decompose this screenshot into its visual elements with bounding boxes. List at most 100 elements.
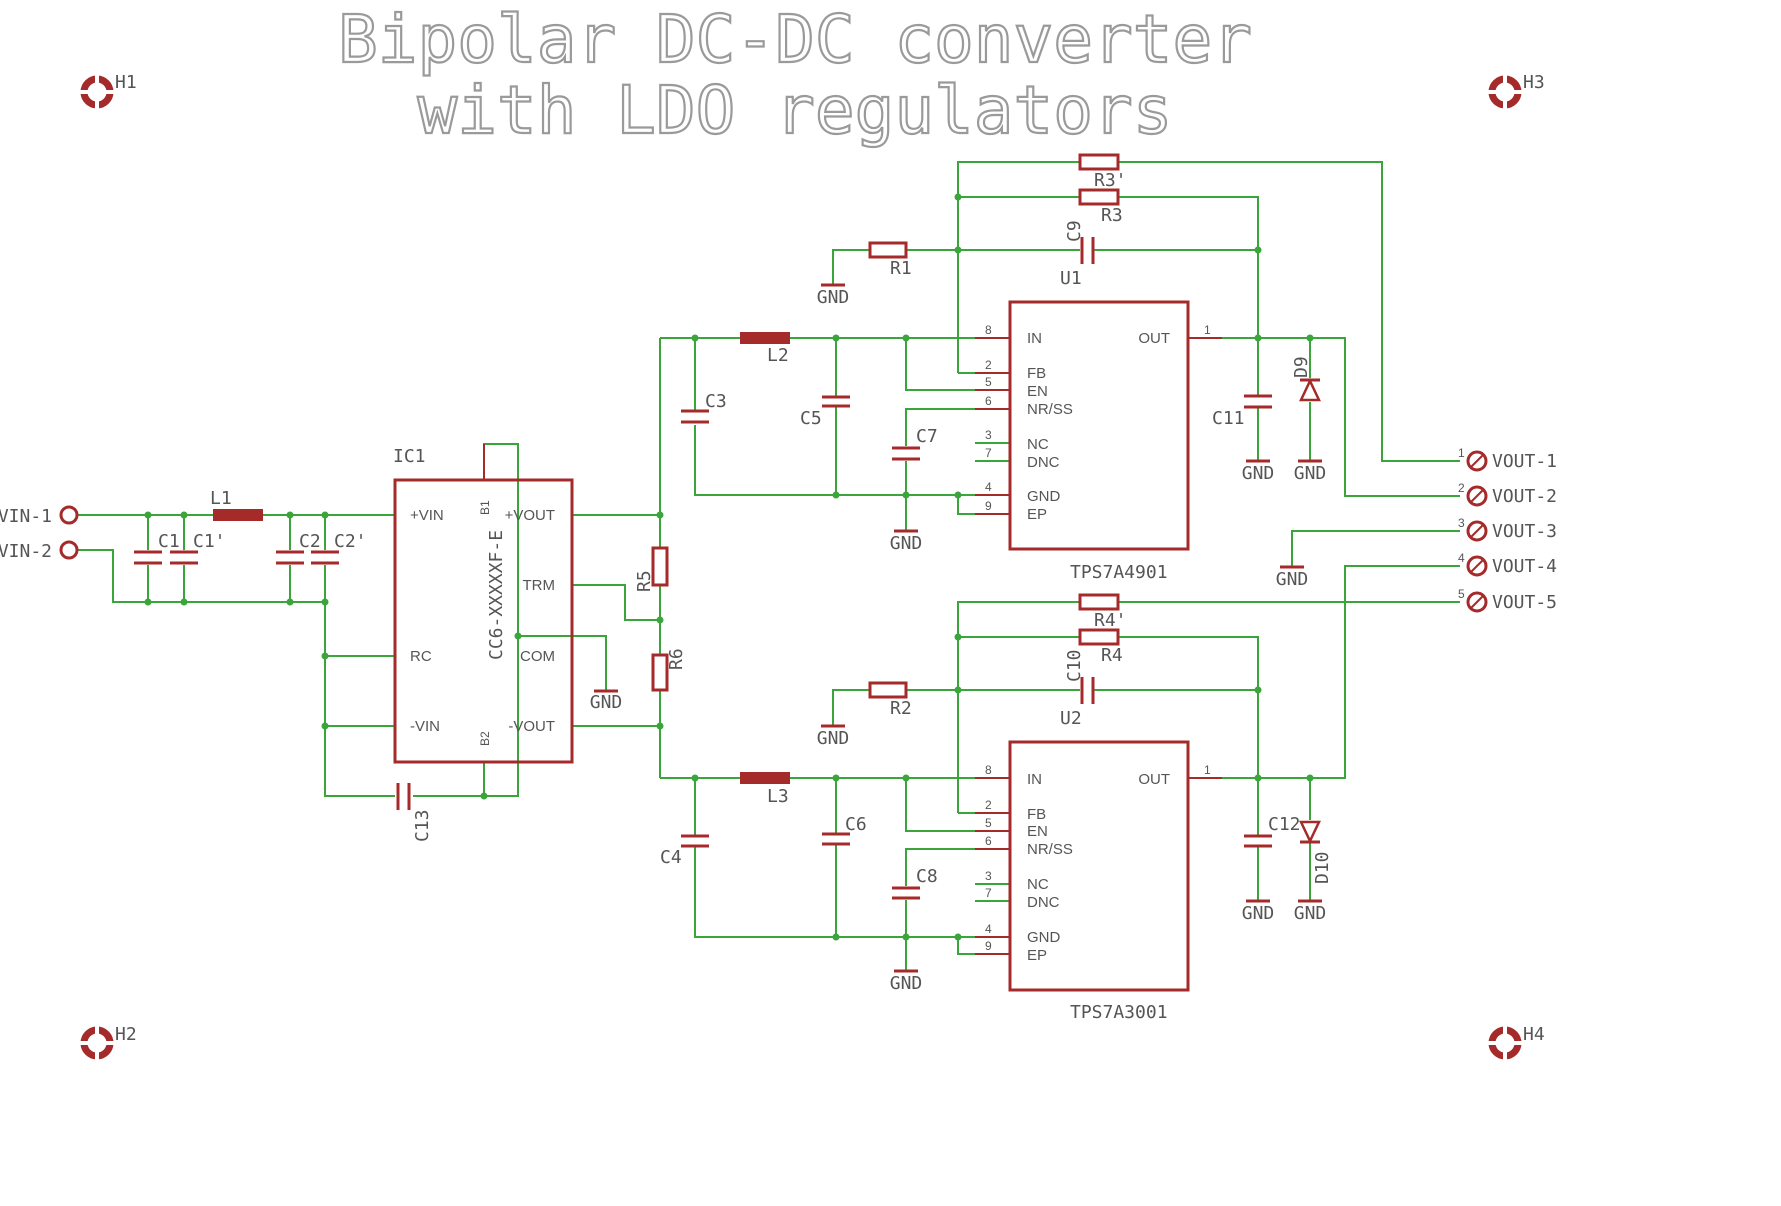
component-ref: C11	[1212, 408, 1245, 429]
component-value: TPS7A3001	[1070, 1002, 1168, 1023]
junctions	[144, 193, 1314, 941]
pin-number: 7	[985, 886, 992, 900]
capacitor-c5: C5	[800, 395, 850, 429]
capacitor-c7: C7	[892, 426, 938, 461]
inductor-l3: L3	[740, 772, 790, 807]
diode-d10: D10	[1299, 820, 1333, 884]
pin-label: EP	[1027, 506, 1047, 523]
gnd-label: GND	[1276, 569, 1309, 590]
pin-number: 3	[985, 869, 992, 883]
terminal-number: 5	[1458, 587, 1465, 601]
component-ref: R3	[1101, 205, 1123, 226]
terminal-number: 2	[1458, 481, 1465, 495]
input-terminal-vin2: VIN-2	[0, 540, 79, 562]
capacitor-c1-prime: C1'	[170, 531, 226, 565]
component-ref: IC1	[393, 446, 426, 467]
terminal-label: VOUT-5	[1492, 592, 1557, 613]
pin-number: 4	[985, 480, 992, 494]
pin-label: EP	[1027, 947, 1047, 964]
pin-label: FB	[1027, 365, 1046, 382]
resistor-r2: R2	[868, 681, 912, 719]
resistor-r4-prime: R4'	[1078, 593, 1127, 631]
pin-label: -VIN	[410, 718, 440, 735]
inductor-l1: L1	[210, 488, 263, 521]
pin-label: EN	[1027, 383, 1048, 400]
pin-label: +VOUT	[505, 507, 555, 524]
component-ref: C1'	[193, 531, 226, 552]
capacitor-c2-prime: C2'	[311, 531, 367, 565]
terminal-number: 3	[1458, 516, 1465, 530]
terminal-label: VOUT-2	[1492, 486, 1557, 507]
component-ref: C3	[705, 391, 727, 412]
pin-number: 5	[985, 816, 992, 830]
hole-label: H3	[1523, 72, 1545, 93]
component-ref: C1	[158, 531, 180, 552]
gnd-label: GND	[1242, 463, 1275, 484]
pin-label: NR/SS	[1027, 401, 1073, 418]
component-value: TPS7A4901	[1070, 562, 1168, 583]
pin-label: RC	[410, 648, 432, 665]
gnd-symbol: GND	[890, 969, 923, 994]
pin-label: COM	[520, 648, 555, 665]
resistor-r5: R5	[634, 546, 669, 592]
component-ref: L3	[767, 786, 789, 807]
pin-label: DNC	[1027, 894, 1060, 911]
gnd-symbol: GND	[1242, 899, 1274, 924]
terminal-number: 4	[1458, 551, 1465, 565]
component-ref: R4	[1101, 645, 1123, 666]
pin-number: 2	[985, 798, 992, 812]
mounting-hole-h4: H4	[1488, 1024, 1545, 1060]
component-ref: U1	[1060, 268, 1082, 289]
capacitor-c11: C11	[1212, 394, 1272, 429]
capacitor-c2: C2	[276, 531, 321, 565]
gnd-symbol: GND	[590, 689, 623, 713]
resistor-r6: R6	[651, 648, 687, 692]
gnd-symbol: GND	[1242, 459, 1275, 484]
output-terminal-vout1: 1 VOUT-1	[1458, 446, 1557, 472]
component-ref: R6	[666, 648, 687, 670]
pin-number: 2	[985, 358, 992, 372]
gnd-symbol: GND	[890, 529, 922, 554]
component-ref: U2	[1060, 708, 1082, 729]
pin-label: TRM	[523, 577, 556, 594]
capacitor-c6: C6	[822, 814, 867, 846]
component-ref: C6	[845, 814, 867, 835]
pin-number: 7	[985, 446, 992, 460]
pin-label: GND	[1027, 488, 1061, 505]
terminal-label: VOUT-3	[1492, 521, 1557, 542]
component-ref: L1	[210, 488, 232, 509]
output-terminal-vout5: 5 VOUT-5	[1458, 587, 1557, 613]
gnd-symbol: GND	[1294, 899, 1326, 924]
output-terminal-vout2: 2 VOUT-2	[1458, 481, 1557, 507]
pin-label: B1	[478, 500, 492, 515]
pin-label: -VOUT	[508, 718, 555, 735]
pin-label: +VIN	[410, 507, 444, 524]
pin-number: 1	[1204, 763, 1211, 777]
component-ref: C2	[299, 531, 321, 552]
pin-label: NR/SS	[1027, 841, 1073, 858]
pin-number: 4	[985, 922, 992, 936]
diagram-title-line1: Bipolar DC-DC converter	[338, 1, 1252, 78]
pin-number: 8	[985, 323, 992, 337]
pin-number: 6	[985, 834, 992, 848]
output-terminal-vout4: 4 VOUT-4	[1458, 551, 1557, 577]
pin-label: IN	[1027, 771, 1042, 788]
pin-number: 8	[985, 763, 992, 777]
capacitor-c9: C9	[1064, 220, 1095, 264]
component-ref: C5	[800, 408, 822, 429]
gnd-label: GND	[890, 973, 923, 994]
diode-d9: D9	[1291, 356, 1321, 402]
gnd-label: GND	[590, 692, 623, 713]
capacitor-c13: C13	[396, 783, 433, 842]
hole-label: H2	[115, 1024, 137, 1045]
gnd-label: GND	[1294, 463, 1327, 484]
component-ref: C2'	[334, 531, 367, 552]
pin-label: NC	[1027, 876, 1049, 893]
hole-label: H1	[115, 72, 137, 93]
component-ref: R5	[634, 570, 655, 592]
input-terminal-vin1: VIN-1	[0, 505, 79, 527]
gnd-symbol: GND	[1276, 565, 1309, 590]
component-ref: C7	[916, 426, 938, 447]
gnd-symbol: GND	[1294, 459, 1327, 484]
